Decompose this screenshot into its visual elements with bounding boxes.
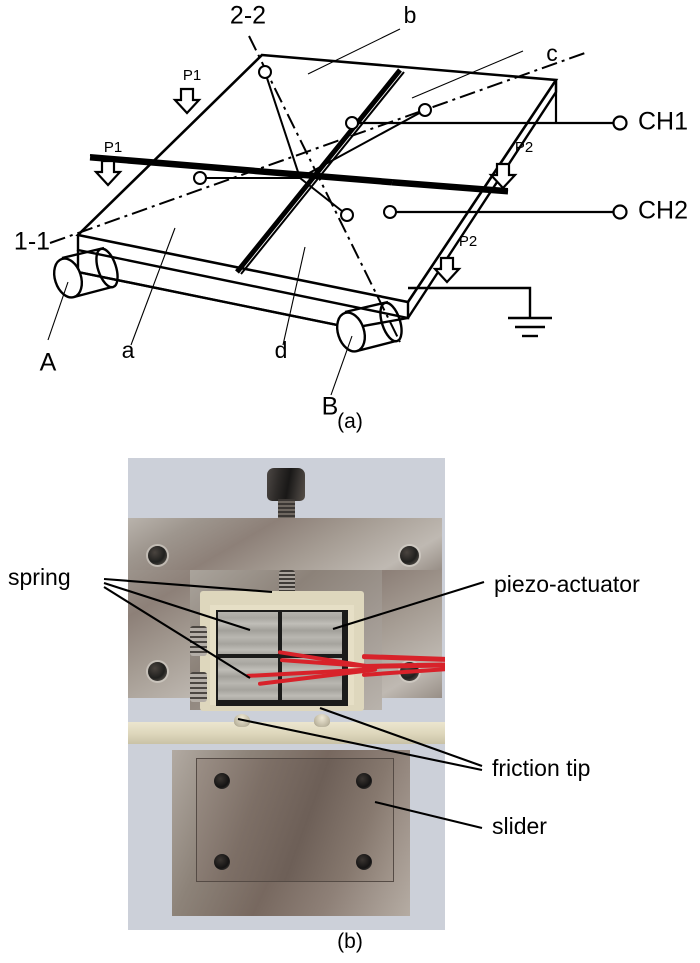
- electrode-separation-strips: [89, 68, 509, 275]
- figure-b-caption: (b): [337, 930, 363, 953]
- ch1-terminal-outer: [612, 115, 628, 131]
- ch1-lead: [352, 80, 620, 125]
- knob-shaft: [278, 499, 295, 521]
- force-p1-upper-label: P1: [183, 67, 201, 84]
- base-bar: [76, 250, 409, 330]
- bracket-hole-bottom-left: [148, 662, 167, 681]
- piezo-gap-horizontal: [216, 654, 344, 658]
- force-p1-lower-label: P1: [104, 139, 122, 156]
- section-line-2-2-label: 2-2: [230, 2, 266, 30]
- force-arrow-p2-upper: [488, 162, 518, 190]
- slider-hole-top-left: [214, 773, 230, 789]
- part-label-d: d: [275, 337, 288, 363]
- annotation-friction-tip: friction tip: [492, 755, 590, 781]
- bracket-hole-top-right: [400, 546, 419, 565]
- section-line-1-1-label: 1-1: [14, 228, 50, 256]
- electrode-terminal-a: [193, 171, 207, 185]
- piezo-cell-bottom-left: [218, 658, 278, 700]
- electrode-leads: [200, 71, 426, 216]
- photo-canvas: [128, 458, 445, 930]
- ch2-terminal-inner: [383, 205, 397, 219]
- plate-front-face: [76, 235, 410, 320]
- spring-leaf-upper: [190, 626, 207, 656]
- friction-tip-right: [314, 714, 330, 727]
- ch2-terminal-outer: [612, 204, 628, 220]
- annotation-piezo-actuator: piezo-actuator: [494, 571, 640, 597]
- piezo-cell-top-right: [282, 612, 342, 654]
- channel-ch2-label: CH2: [638, 197, 688, 225]
- spring-leaf-lower: [190, 672, 207, 702]
- figure-b-photograph: spring piezo-actuator friction tip slide…: [0, 440, 700, 940]
- spring-top-compression: [279, 570, 295, 594]
- part-label-c: c: [546, 40, 558, 66]
- channel-ch1-label: CH1: [638, 108, 688, 136]
- slider-hole-bottom-left: [214, 854, 230, 870]
- friction-tip-left: [234, 714, 250, 727]
- slider-hole-bottom-right: [356, 854, 372, 870]
- force-arrow-p1-lower: [93, 159, 123, 187]
- part-label-a: a: [122, 337, 135, 363]
- roller-label-A: A: [40, 349, 57, 377]
- bracket-plate-top-bridge: [128, 518, 442, 570]
- part-label-b: b: [404, 2, 417, 28]
- roller-label-B: B: [322, 393, 339, 421]
- annotation-spring: spring: [8, 564, 71, 590]
- adjustment-knob: [267, 468, 305, 501]
- force-arrow-p1-upper: [172, 87, 202, 115]
- section-line-1-1-path: [49, 52, 586, 244]
- electrode-terminals: [193, 65, 432, 222]
- force-arrow-p2-lower: [432, 256, 462, 284]
- roller-B: [335, 300, 403, 353]
- electrode-terminal-c: [418, 103, 432, 117]
- ground-icon: [408, 286, 552, 338]
- plate-right-face: [406, 80, 558, 319]
- guide-rail: [128, 722, 445, 744]
- section-line-2-2-path: [248, 35, 401, 343]
- electrode-terminal-d: [340, 208, 354, 222]
- electrode-terminal-b: [258, 65, 272, 79]
- bracket-hole-top-left: [148, 546, 167, 565]
- figure-a-schematic: 2-2 1-1 b c a d A B P1 P1 P2 P2 CH1 CH2: [0, 0, 700, 440]
- force-p2-upper-label: P2: [515, 139, 533, 156]
- force-p2-lower-label: P2: [459, 233, 477, 250]
- slider-hole-top-right: [356, 773, 372, 789]
- annotation-slider: slider: [492, 813, 547, 839]
- piezo-cell-top-left: [218, 612, 278, 654]
- figure-a-caption: (a): [337, 410, 363, 433]
- part-leader-lines: [47, 28, 524, 396]
- roller-A: [52, 246, 119, 299]
- ch1-terminal-inner: [345, 116, 359, 130]
